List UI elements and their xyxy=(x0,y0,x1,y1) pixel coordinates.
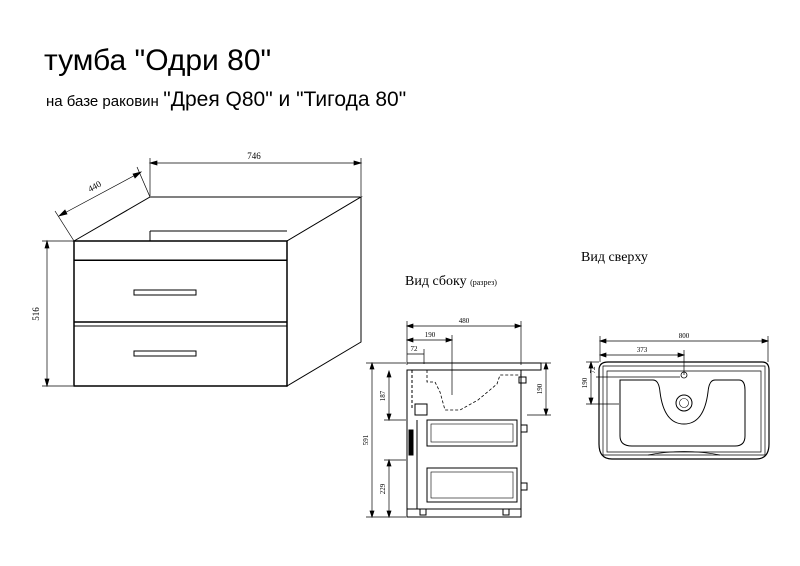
iso-height-label: 516 xyxy=(31,307,41,321)
drawer-handle-lower xyxy=(133,350,197,357)
side-right-label: 190 xyxy=(536,383,544,394)
iso-height-dimension xyxy=(42,239,73,388)
page-title: тумба "Одри 80" xyxy=(44,44,272,77)
side-view-drawing xyxy=(366,321,551,519)
side-view-note: (разрез) xyxy=(470,278,497,287)
side-view-label: Вид сбоку (разрез) xyxy=(405,274,497,290)
subtitle-prefix: на базе раковин xyxy=(46,93,159,110)
iso-width-label: 746 xyxy=(247,151,261,161)
top-depth-label: 190 xyxy=(581,377,589,388)
top-center-label: 373 xyxy=(637,346,648,354)
iso-depth-label: 440 xyxy=(86,178,103,194)
side-offset-label: 190 xyxy=(425,331,436,339)
subtitle-models: "Дрея Q80" и "Тигода 80" xyxy=(163,88,407,111)
top-view-drawing xyxy=(586,336,770,460)
iso-cabinet xyxy=(72,196,363,387)
drawer-handle-upper xyxy=(133,289,197,296)
side-view-title: Вид сбоку xyxy=(405,274,467,289)
top-view-label: Вид сверху xyxy=(581,250,648,265)
iso-width-dimension xyxy=(148,158,363,196)
page-subtitle: на базе раковин "Дрея Q80" и "Тигода 80" xyxy=(46,88,406,112)
top-small-label: 72 xyxy=(589,366,597,374)
side-depth-label: 480 xyxy=(459,317,470,325)
top-width-label: 800 xyxy=(679,332,690,340)
side-total-height-label: 591 xyxy=(362,434,370,445)
side-upper-label: 187 xyxy=(379,390,387,401)
side-top-gap-label: 72 xyxy=(411,345,419,353)
side-lower-label: 229 xyxy=(379,483,387,494)
iso-depth-dimension xyxy=(54,166,151,242)
